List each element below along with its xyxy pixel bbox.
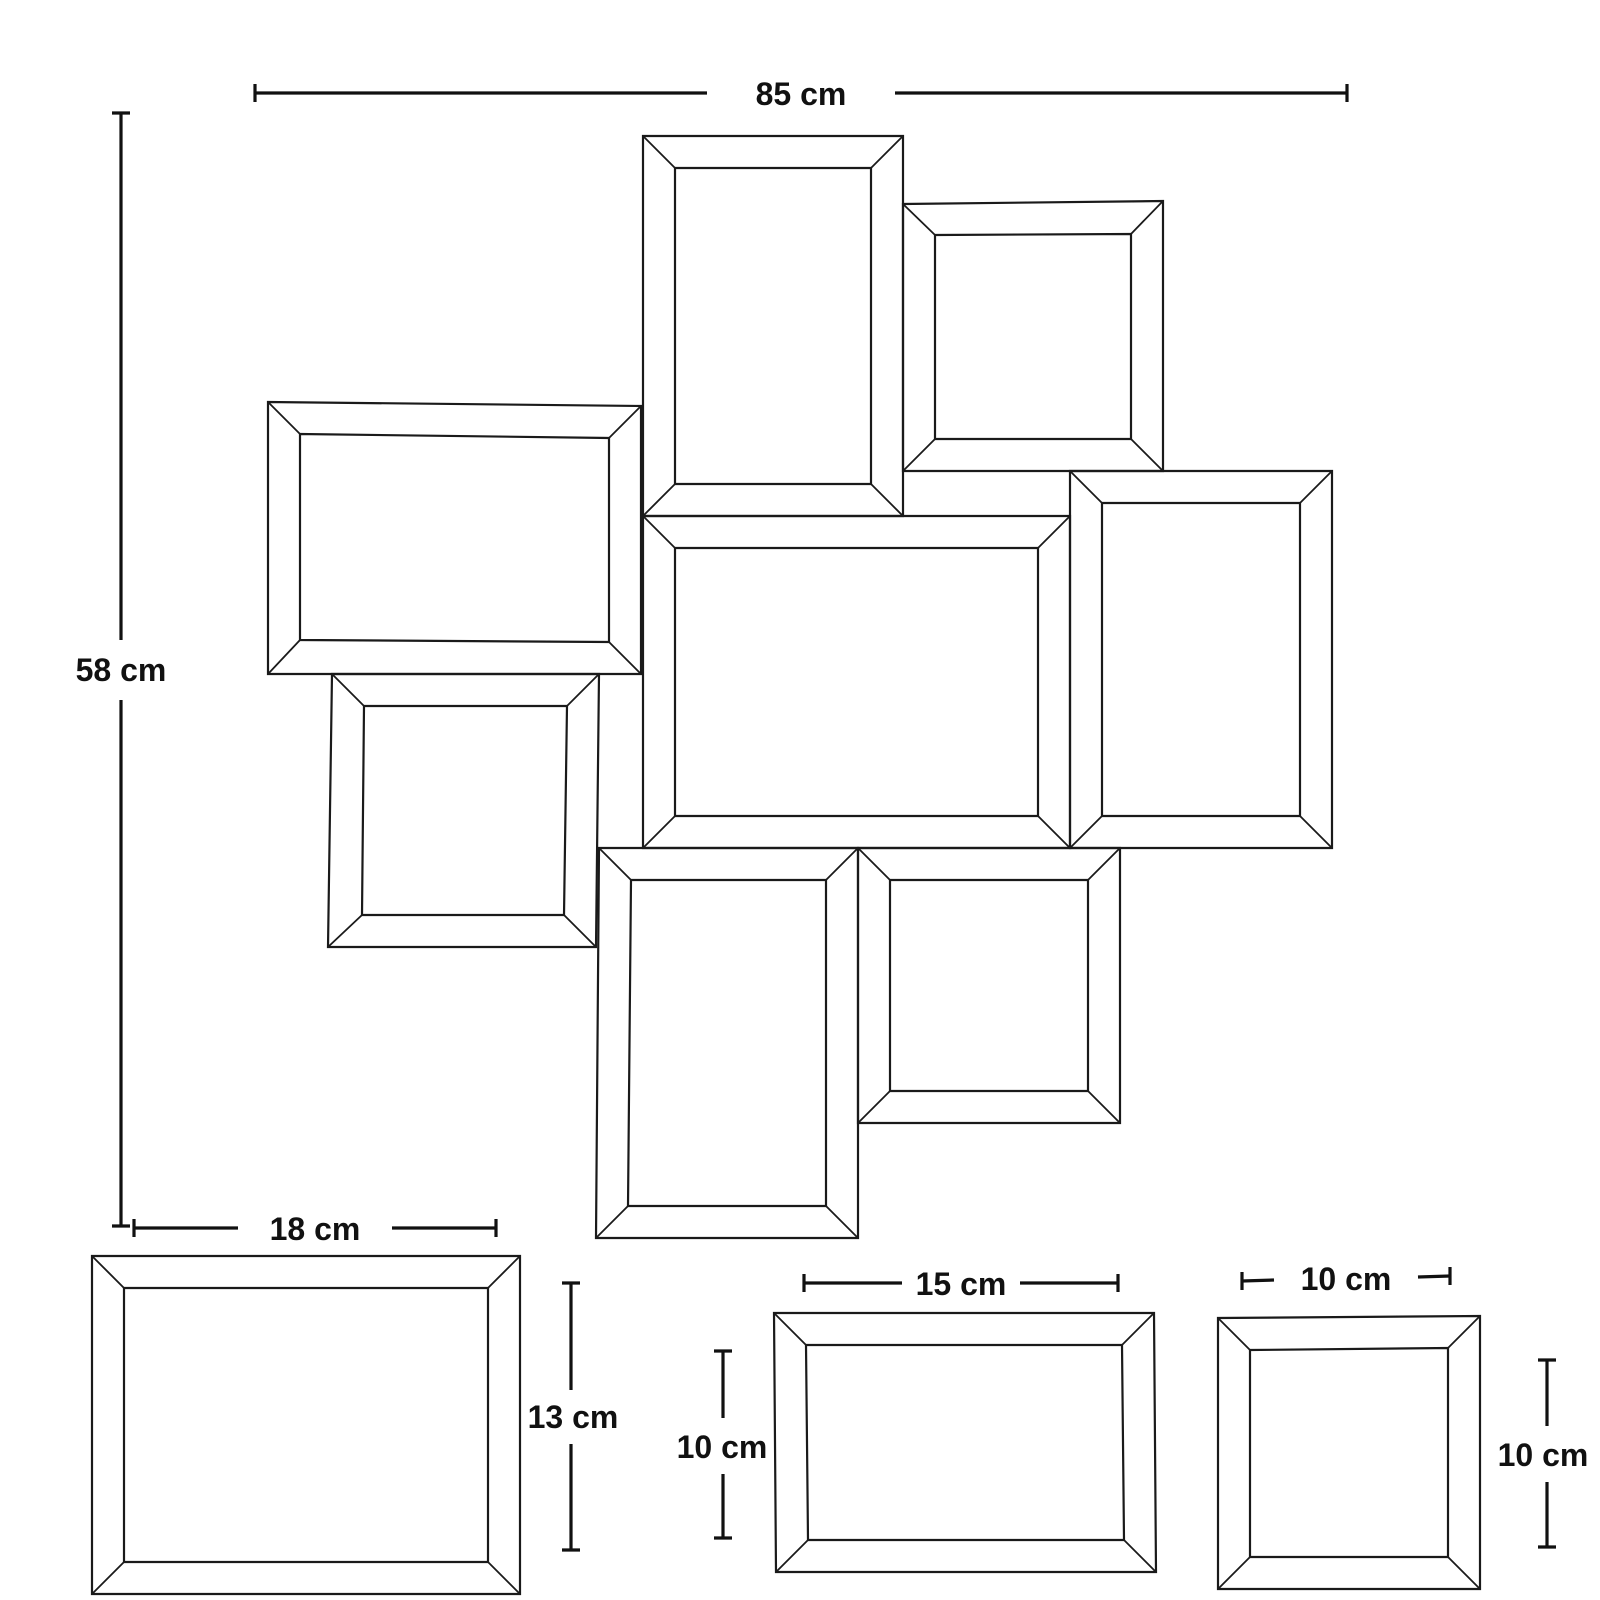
frame-corner-miter — [267, 639, 301, 675]
frame-inner-edge — [933, 232, 1133, 441]
photo-frame — [594, 846, 860, 1240]
frame-outer-edge — [1068, 469, 1334, 850]
frame-corner-miter — [1087, 847, 1121, 881]
photo-frame — [856, 846, 1122, 1125]
medium-frame — [772, 1311, 1158, 1574]
frame-corner-miter — [870, 135, 904, 169]
photo-frame — [1068, 469, 1334, 850]
frame-inner-edge — [1248, 1346, 1450, 1559]
frame-inner-edge — [298, 432, 611, 644]
frame-outer-edge — [90, 1254, 522, 1596]
frame-corner-miter — [642, 515, 676, 549]
collage-frames — [266, 134, 1334, 1240]
frame-corner-miter — [775, 1539, 809, 1573]
frame-corner-miter — [1299, 470, 1333, 504]
frame-corner-miter — [1299, 815, 1333, 849]
frame-corner-miter — [1037, 515, 1071, 549]
photo-frame — [901, 199, 1165, 473]
small-frame — [1216, 1314, 1482, 1591]
frame-outer-edge — [901, 199, 1165, 473]
frame-corner-miter — [825, 847, 859, 881]
frame-corner-miter — [1069, 815, 1103, 849]
small-width-label: 10 cm — [1301, 1261, 1392, 1297]
large-height-label: 13 cm — [528, 1399, 619, 1435]
frame-corner-miter — [857, 1090, 891, 1124]
frame-corner-miter — [327, 914, 363, 948]
frame-corner-miter — [1087, 1090, 1121, 1124]
frame-corner-miter — [857, 847, 891, 881]
frame-inner-edge — [888, 878, 1090, 1093]
frame-outer-edge — [594, 846, 860, 1240]
medium-width-label: 15 cm — [916, 1266, 1007, 1302]
frame-inner-edge — [804, 1343, 1126, 1542]
frame-corner-miter — [642, 483, 676, 517]
frame-corner-miter — [1130, 200, 1164, 235]
total-width-label: 85 cm — [756, 76, 847, 112]
frame-inner-edge — [673, 546, 1040, 818]
frame-outer-edge — [1216, 1314, 1482, 1591]
frame-corner-miter — [642, 815, 676, 849]
frame-outer-edge — [772, 1311, 1158, 1574]
total-height-dimension: 58 cm — [76, 111, 167, 1228]
frame-outer-edge — [856, 846, 1122, 1125]
frame-corner-miter — [773, 1312, 807, 1346]
medium-height-label: 10 cm — [677, 1429, 768, 1465]
frame-corner-miter — [608, 405, 642, 439]
photo-frame — [326, 672, 601, 949]
frame-corner-miter — [487, 1255, 521, 1289]
frame-corner-miter — [642, 135, 676, 169]
frame-inner-edge — [360, 704, 569, 917]
frame-corner-miter — [902, 203, 936, 236]
frame-corner-miter — [1123, 1539, 1157, 1573]
reference-frames — [90, 1254, 1482, 1596]
large-width-label: 18 cm — [270, 1211, 361, 1247]
frame-corner-miter — [1447, 1556, 1481, 1590]
frame-corner-miter — [1217, 1556, 1251, 1590]
photo-frame — [641, 134, 905, 518]
medium-width-dimension: 15 cm — [802, 1266, 1120, 1302]
frame-corner-miter — [331, 673, 365, 707]
frame-outer-edge — [326, 672, 601, 949]
frame-inner-edge — [1100, 501, 1302, 818]
small-width-dimension: 10 cm — [1240, 1261, 1452, 1297]
frame-corner-miter — [563, 914, 597, 948]
frame-outer-edge — [266, 400, 643, 676]
frame-corner-miter — [598, 847, 632, 881]
total-width-dimension: 85 cm — [253, 76, 1349, 112]
frame-corner-miter — [870, 483, 904, 517]
photo-frame — [641, 514, 1072, 850]
large-height-dimension: 13 cm — [528, 1281, 619, 1552]
frame-corner-miter — [608, 641, 642, 675]
small-height-dimension: 10 cm — [1498, 1358, 1589, 1549]
frame-corner-miter — [825, 1205, 859, 1239]
frame-corner-miter — [1217, 1317, 1251, 1351]
photo-frame — [266, 400, 643, 676]
large-width-dimension: 18 cm — [132, 1211, 498, 1247]
frame-corner-miter — [902, 438, 936, 472]
frame-corner-miter — [1121, 1312, 1155, 1346]
frame-inner-edge — [626, 878, 828, 1208]
frame-inner-edge — [673, 166, 873, 486]
frame-corner-miter — [1069, 470, 1103, 504]
frame-corner-miter — [1447, 1315, 1481, 1349]
frame-outer-edge — [641, 514, 1072, 850]
frame-corner-miter — [487, 1561, 521, 1595]
frame-corner-miter — [1037, 815, 1071, 849]
frame-inner-edge — [122, 1286, 490, 1564]
frame-corner-miter — [1130, 438, 1164, 472]
medium-height-dimension: 10 cm — [677, 1349, 768, 1540]
frame-corner-miter — [91, 1561, 125, 1595]
frame-corner-miter — [91, 1255, 125, 1289]
frame-corner-miter — [267, 401, 301, 435]
large-frame — [90, 1254, 522, 1596]
frame-outer-edge — [641, 134, 905, 518]
small-height-label: 10 cm — [1498, 1437, 1589, 1473]
total-height-label: 58 cm — [76, 652, 167, 688]
frame-corner-miter — [566, 673, 600, 707]
frame-corner-miter — [595, 1205, 629, 1239]
